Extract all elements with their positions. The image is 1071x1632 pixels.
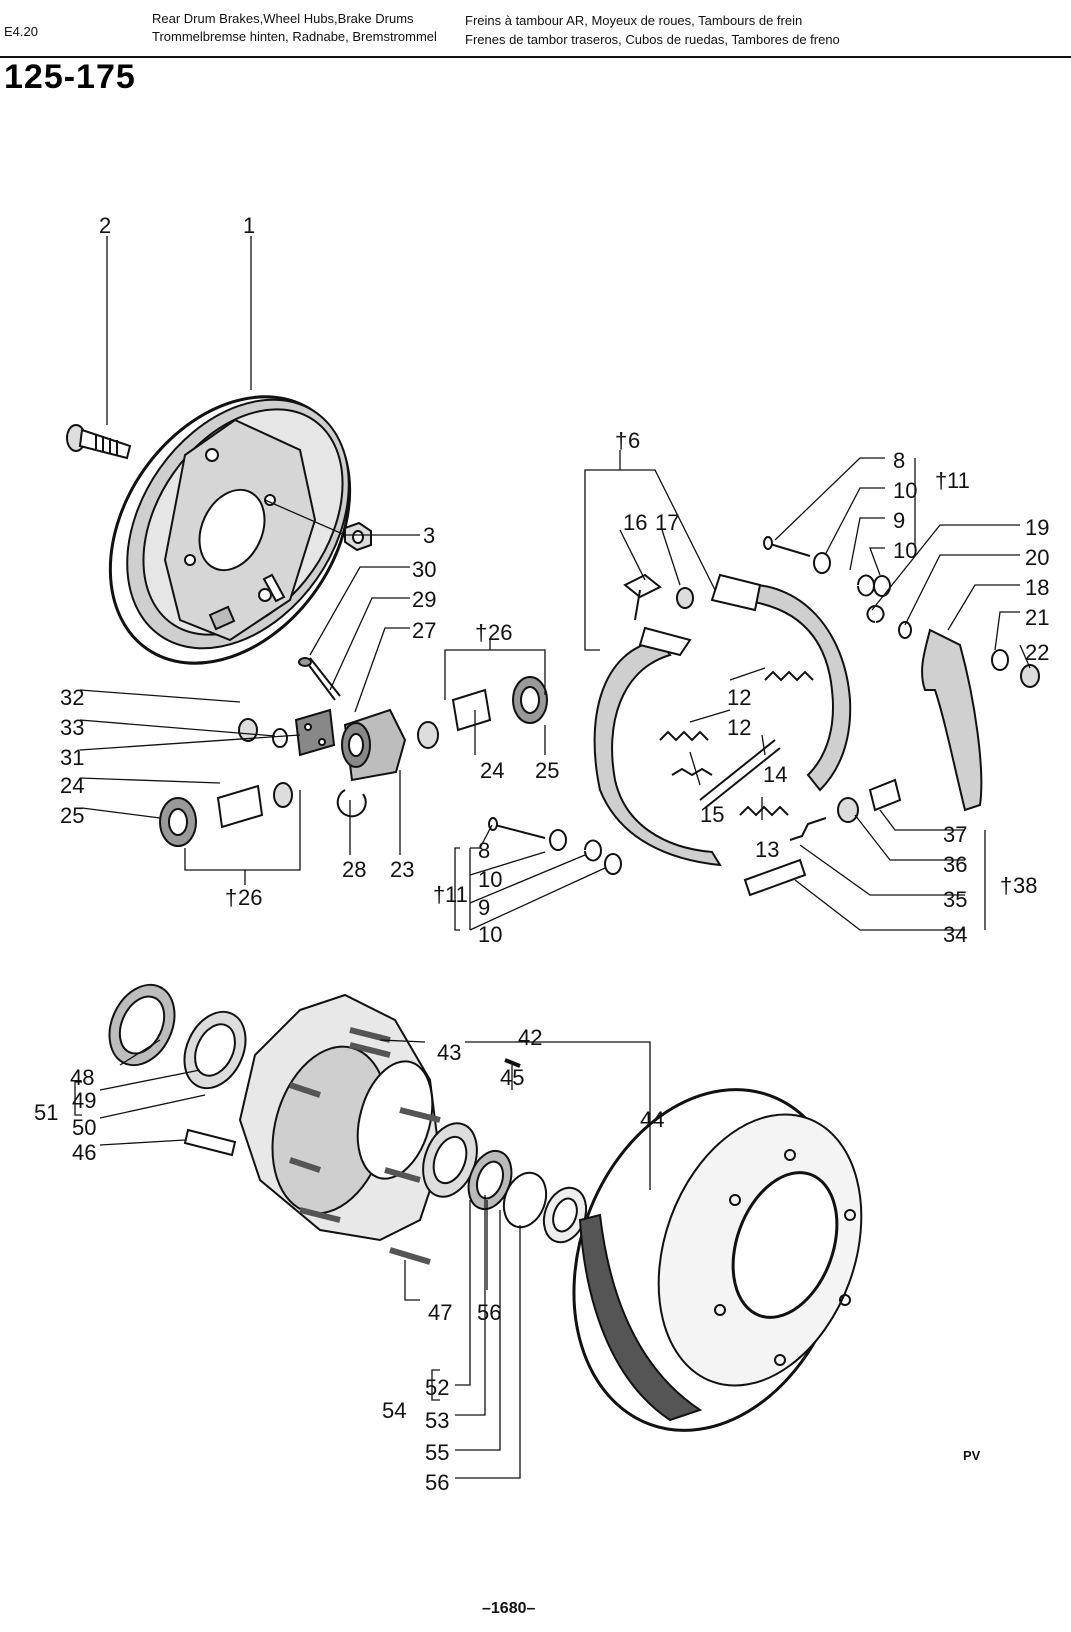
group-brackets [74, 847, 460, 1401]
callout-20: 20 [1025, 545, 1049, 570]
callout-44: 44 [640, 1107, 664, 1132]
callout-22: 22 [1025, 640, 1049, 665]
callout-56a: 56 [477, 1300, 501, 1325]
artist-mark: PV [963, 1448, 981, 1463]
callout-25a: 25 [60, 803, 84, 828]
callout-10c: 10 [893, 478, 917, 503]
callout-17: 17 [655, 510, 679, 535]
title-spanish: Frenes de tambor traseros, Cubos de rued… [465, 32, 840, 47]
brake-drum-drawing [572, 1088, 863, 1432]
title-french: Freins à tambour AR, Moyeux de roues, Ta… [465, 13, 803, 28]
callout-54: 54 [382, 1398, 406, 1423]
callout-26a: 26 [488, 620, 512, 645]
callout-45: 45 [500, 1065, 524, 1090]
callout-15: 15 [700, 802, 724, 827]
header-rule [0, 56, 1071, 58]
nut-drawing [344, 521, 372, 552]
callout-18: 18 [1025, 575, 1049, 600]
backing-plate-drawing [108, 395, 352, 665]
callout-9a: 9 [478, 895, 490, 920]
callout-43: 43 [437, 1040, 461, 1065]
wheel-bolt-drawing [66, 424, 132, 460]
callout-27: 27 [412, 618, 436, 643]
callout-8b: 8 [893, 448, 905, 473]
callout-29: 29 [412, 587, 436, 612]
callout-35: 35 [943, 887, 967, 912]
hub-and-bearings-drawing [108, 983, 588, 1265]
callout-37: 37 [943, 822, 967, 847]
callout-56b: 56 [425, 1470, 449, 1495]
callout-42: 42 [518, 1025, 542, 1050]
section-code: E4.20 [4, 24, 38, 39]
callout-26b: 26 [238, 885, 262, 910]
wheel-cylinder-drawing [159, 657, 548, 847]
page-number: –1680– [482, 1600, 536, 1617]
callout-labels: 1 2 3 6 † 16 17 30 29 27 † 26 32 33 31 2… [34, 213, 1049, 1495]
callout-47: 47 [428, 1300, 452, 1325]
kit-marker-26b: † [225, 885, 237, 910]
kit-marker-26a: † [475, 620, 487, 645]
callout-46: 46 [72, 1140, 96, 1165]
callout-28: 28 [342, 857, 366, 882]
callout-32: 32 [60, 685, 84, 710]
leader-lines [79, 236, 1031, 1479]
callout-13: 13 [755, 837, 779, 862]
callout-23: 23 [390, 857, 414, 882]
callout-55: 55 [425, 1440, 449, 1465]
callout-19: 19 [1025, 515, 1049, 540]
callout-30: 30 [412, 557, 436, 582]
kit-marker-38: † [1000, 873, 1012, 898]
callout-36: 36 [943, 852, 967, 877]
callout-21: 21 [1025, 605, 1049, 630]
kit-marker-11b: † [935, 468, 947, 493]
callout-24a: 24 [60, 773, 84, 798]
kit-marker-6: † [615, 428, 627, 453]
callout-38: 38 [1013, 873, 1037, 898]
callout-9b: 9 [893, 508, 905, 533]
kit-marker-11a: † [433, 882, 445, 907]
callout-14: 14 [763, 762, 787, 787]
title-german: Trommelbremse hinten, Radnabe, Bremstrom… [152, 29, 437, 44]
callout-2: 2 [99, 213, 111, 238]
callout-1: 1 [243, 213, 255, 238]
callout-6: 6 [628, 428, 640, 453]
callout-50: 50 [72, 1115, 96, 1140]
callout-48: 48 [70, 1065, 94, 1090]
callout-24b: 24 [480, 758, 504, 783]
callout-3: 3 [423, 523, 435, 548]
callout-11a: 11 [445, 882, 468, 907]
title-english: Rear Drum Brakes,Wheel Hubs,Brake Drums [152, 11, 414, 26]
callout-53: 53 [425, 1408, 449, 1433]
callout-51: 51 [34, 1100, 58, 1125]
callout-12a: 12 [727, 685, 751, 710]
brake-shoes-drawing [488, 536, 1040, 897]
callout-10b: 10 [478, 922, 502, 947]
callout-16: 16 [623, 510, 647, 535]
callout-11b: 11 [947, 468, 970, 493]
callout-10d: 10 [893, 538, 917, 563]
model-range: 125-175 [4, 58, 136, 96]
callout-8a: 8 [478, 838, 490, 863]
callout-52: 52 [425, 1375, 449, 1400]
callout-33: 33 [60, 715, 84, 740]
callout-10a: 10 [478, 867, 502, 892]
callout-12b: 12 [727, 715, 751, 740]
callout-31: 31 [60, 745, 84, 770]
callout-25b: 25 [535, 758, 559, 783]
callout-34: 34 [943, 922, 967, 947]
callout-49: 49 [72, 1088, 96, 1113]
